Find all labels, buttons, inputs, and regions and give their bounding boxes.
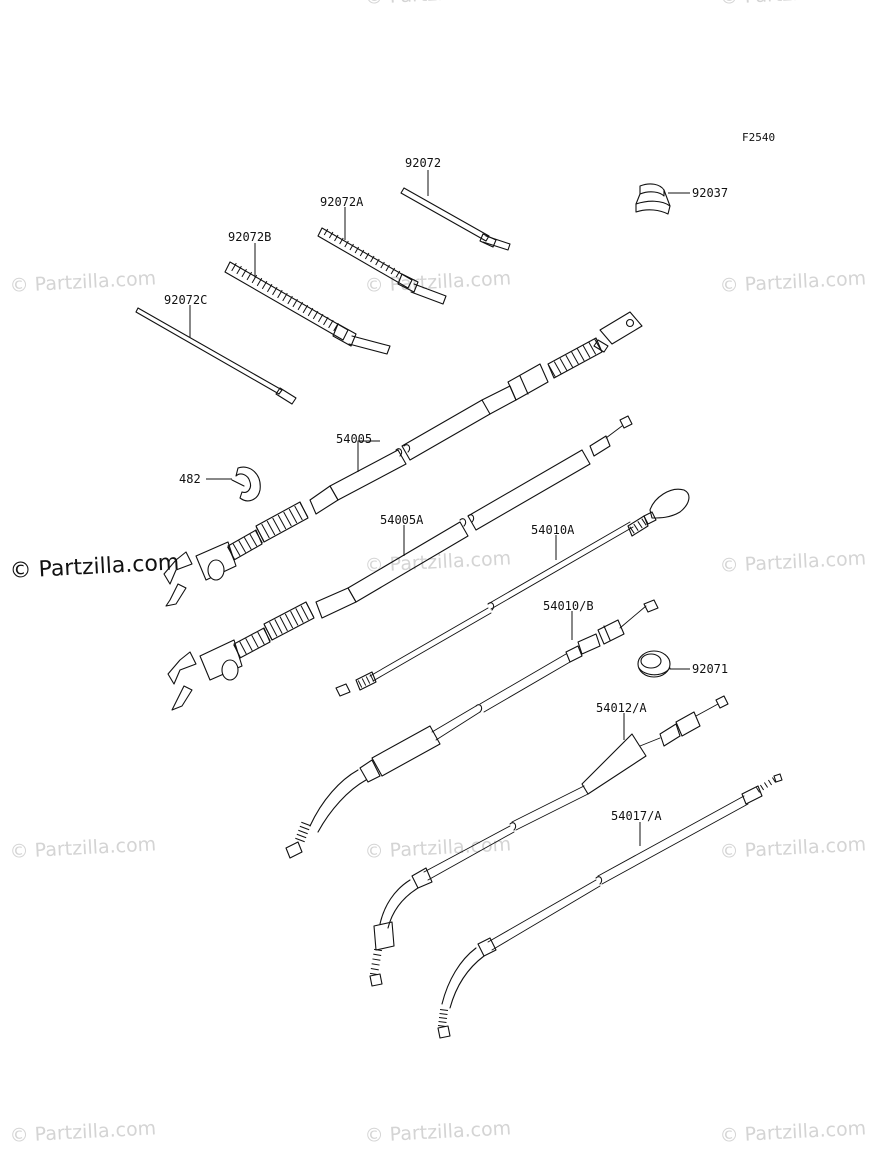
watermark: © Partzilla.com [719, 833, 867, 863]
grommet-92071[interactable] [637, 650, 671, 678]
watermark: © Partzilla.com [9, 1117, 157, 1147]
cable-54010B[interactable] [285, 599, 659, 859]
diagram-code: F2540 [742, 131, 775, 144]
cable-54017A[interactable] [437, 773, 783, 1039]
watermark: © Partzilla.com [719, 547, 867, 577]
cable-tie-92072B[interactable] [224, 261, 391, 355]
watermark: © Partzilla.com [364, 1117, 512, 1147]
callout-92072[interactable]: 92072 [405, 156, 441, 170]
watermark: © Partzilla.com [364, 547, 512, 577]
callout-54010A[interactable]: 54010A [531, 523, 575, 537]
cable-54005[interactable] [163, 311, 643, 607]
callout-482[interactable]: 482 [179, 472, 201, 486]
callout-54017A[interactable]: 54017/A [611, 809, 662, 823]
watermark: © Partzilla.com [719, 0, 867, 9]
callout-54012A[interactable]: 54012/A [596, 701, 647, 715]
callout-92072C[interactable]: 92072C [164, 293, 207, 307]
clamp-92037[interactable] [635, 183, 671, 215]
cable-54010A[interactable] [335, 488, 690, 697]
partzilla-logo-text: © Partzilla.com [9, 550, 180, 584]
callout-92072A[interactable]: 92072A [320, 195, 364, 209]
e-clip-482[interactable] [231, 466, 261, 502]
watermark: © Partzilla.com [719, 1117, 867, 1147]
callout-92071[interactable]: 92071 [692, 662, 728, 676]
cable-54012A[interactable] [369, 695, 729, 987]
watermark: © Partzilla.com [364, 0, 512, 9]
cable-tie-92072[interactable] [400, 187, 511, 251]
watermark: © Partzilla.com [9, 833, 157, 863]
callout-92037[interactable]: 92037 [692, 186, 728, 200]
watermark: © Partzilla.com [364, 833, 512, 863]
watermarks: © Partzilla.com © Partzilla.com © Partzi… [9, 0, 867, 1147]
callout-54005A[interactable]: 54005A [380, 513, 424, 527]
watermark: © Partzilla.com [9, 0, 157, 3]
watermark: © Partzilla.com [719, 267, 867, 297]
callout-54010B[interactable]: 54010/B [543, 599, 594, 613]
cable-tie-92072A[interactable] [317, 227, 447, 305]
cable-tie-92072C[interactable] [135, 307, 297, 405]
leader-lines [189, 170, 690, 846]
cable-54005A[interactable] [167, 415, 633, 711]
callout-92072B[interactable]: 92072B [228, 230, 271, 244]
callout-54005[interactable]: 54005 [336, 432, 372, 446]
watermark: © Partzilla.com [9, 267, 157, 297]
callout-labels: 92072 92072A 92072B 92072C 92037 54005 4… [164, 156, 728, 823]
